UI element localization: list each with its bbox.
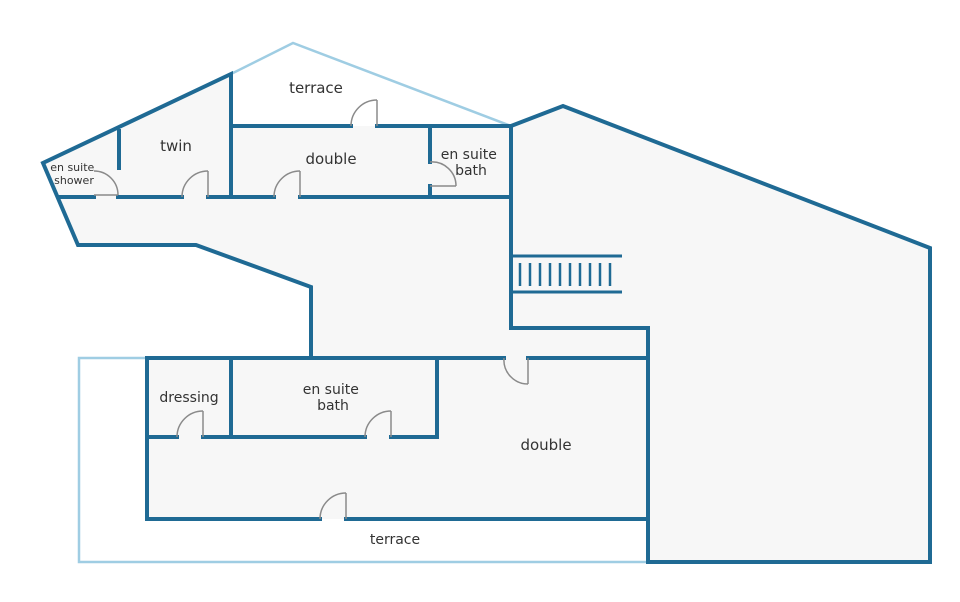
- upper-wing-floor: [43, 74, 511, 197]
- door: [429, 161, 457, 187]
- room-label-en-suite-shower: en suite shower: [50, 161, 98, 187]
- room-label-en-suite-bath-upper: en suite bath: [441, 147, 502, 179]
- bottom-terrace-outline: [77, 356, 648, 564]
- room-label-twin: twin: [160, 137, 192, 155]
- open-space-outer-wall: [508, 103, 932, 564]
- walls: [40, 70, 932, 564]
- room-labels: terrace twin double en suite bath en sui…: [50, 79, 571, 548]
- door: [181, 170, 209, 198]
- door: [319, 492, 347, 520]
- room-label-double-lower: double: [520, 436, 571, 454]
- corridor-floor: [60, 197, 648, 358]
- door: [93, 170, 119, 196]
- door: [364, 410, 392, 438]
- door: [273, 170, 301, 198]
- doors: [93, 99, 529, 520]
- upper-wing-outer-wall: [40, 70, 313, 360]
- large-open-space-floor: [511, 106, 930, 562]
- room-label-double-upper: double: [305, 150, 356, 168]
- top-terrace-outline: [230, 41, 512, 128]
- room-label-terrace-top: terrace: [289, 79, 343, 97]
- room-label-en-suite-bath-lower: en suite bath: [303, 382, 364, 414]
- room-label-dressing: dressing: [159, 390, 218, 406]
- room-label-terrace-bottom: terrace: [370, 532, 420, 548]
- door: [350, 99, 378, 127]
- door: [503, 357, 529, 385]
- terrace-outlines: [77, 41, 648, 564]
- staircase: [511, 254, 622, 294]
- door: [176, 410, 204, 438]
